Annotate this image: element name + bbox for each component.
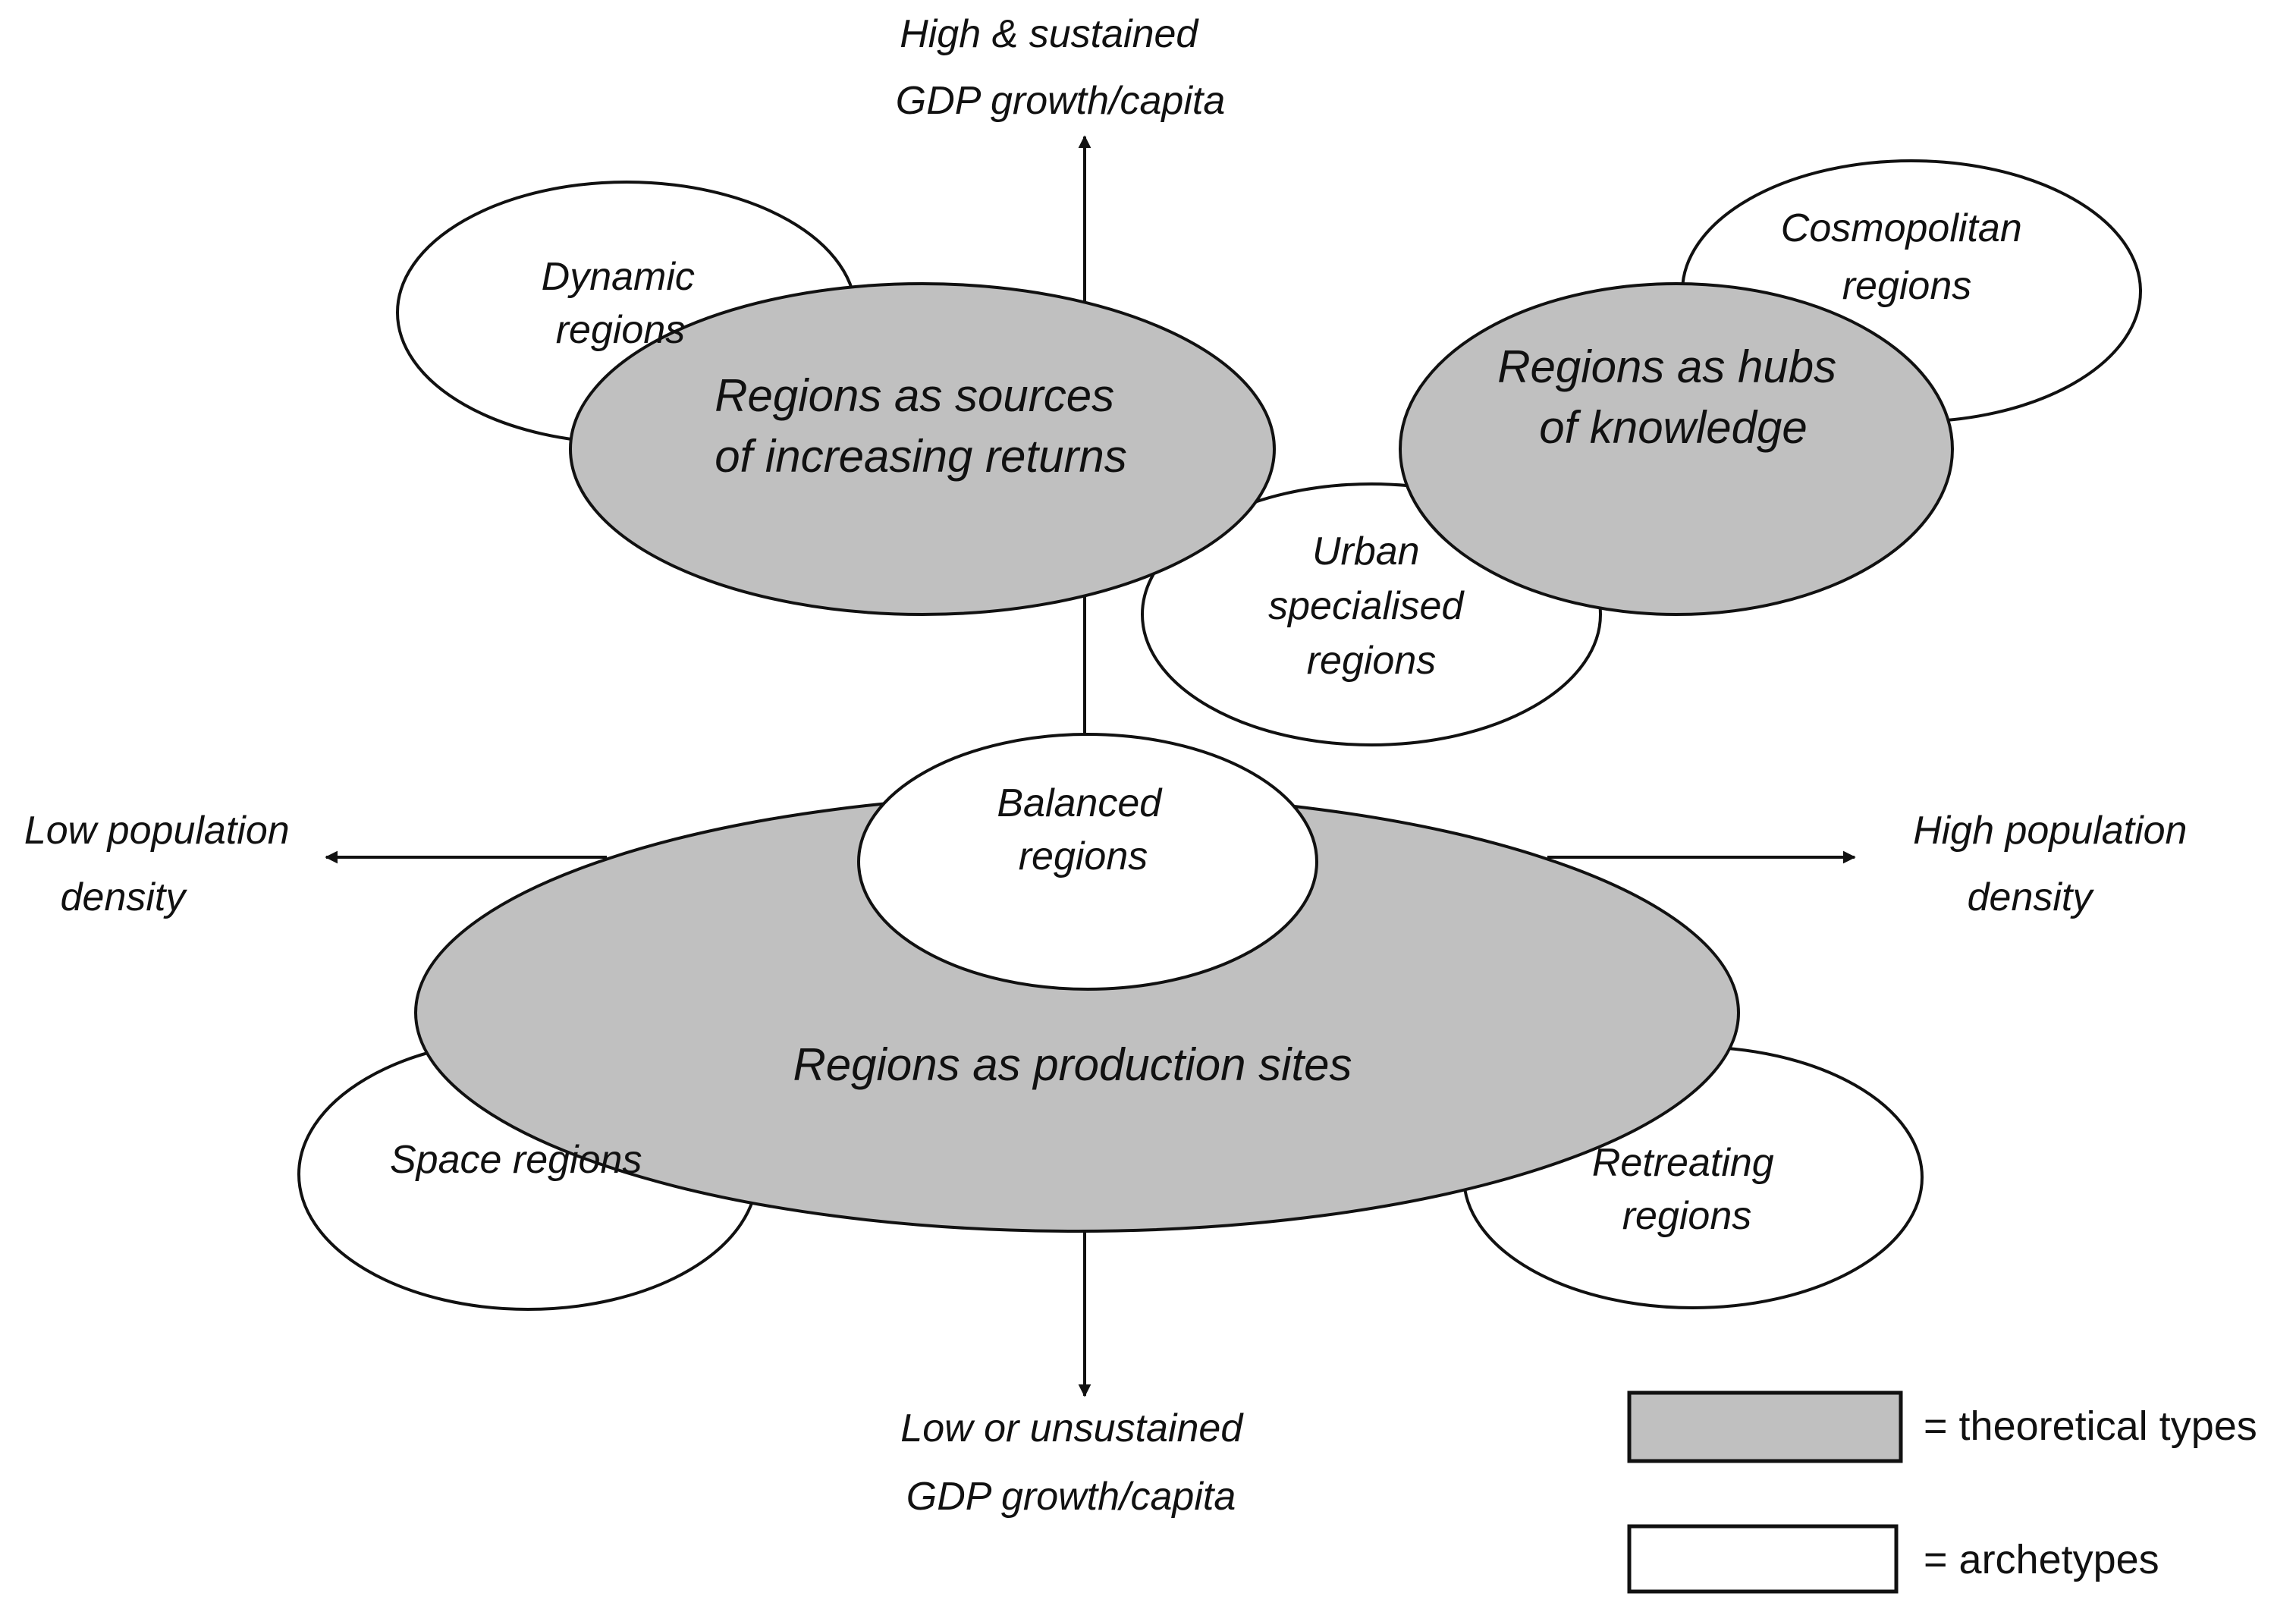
label-increasing-returns: Regions as sources of increasing returns: [715, 370, 1127, 482]
label-retreating-regions: Retreating regions: [1592, 1141, 1785, 1238]
label-dynamic-regions: Dynamic regions: [542, 255, 706, 352]
archetype-balanced-regions: [857, 733, 1318, 991]
label-hubs-of-knowledge: Regions as hubs of knowledge: [1497, 341, 1849, 453]
theoretical-hubs-of-knowledge: [1399, 282, 1954, 616]
label-balanced-regions: Balanced regions: [997, 781, 1172, 878]
axis-right-label: High population density: [1913, 809, 2198, 919]
legend: = theoretical types = archetypes: [1627, 1390, 2257, 1594]
legend-theoretical-label: = theoretical types: [1924, 1403, 2257, 1449]
label-production-sites: Regions as production sites: [793, 1039, 1352, 1090]
axis-left-label: Low population density: [24, 809, 300, 919]
legend-archetypes-swatch: [1627, 1524, 1899, 1594]
theoretical-increasing-returns: [569, 282, 1276, 616]
axis-top-label: High & sustained GDP growth/capita: [896, 12, 1225, 123]
legend-archetypes-label: = archetypes: [1924, 1537, 2159, 1582]
label-space-regions: Space regions: [390, 1138, 642, 1182]
label-cosmopolitan-regions: Cosmopolitan regions: [1781, 206, 2033, 308]
legend-theoretical-swatch: [1627, 1390, 1903, 1463]
axis-bottom-label: Low or unsustained GDP growth/capita: [900, 1406, 1253, 1519]
label-urban-specialised-regions: Urban specialised regions: [1268, 529, 1475, 683]
